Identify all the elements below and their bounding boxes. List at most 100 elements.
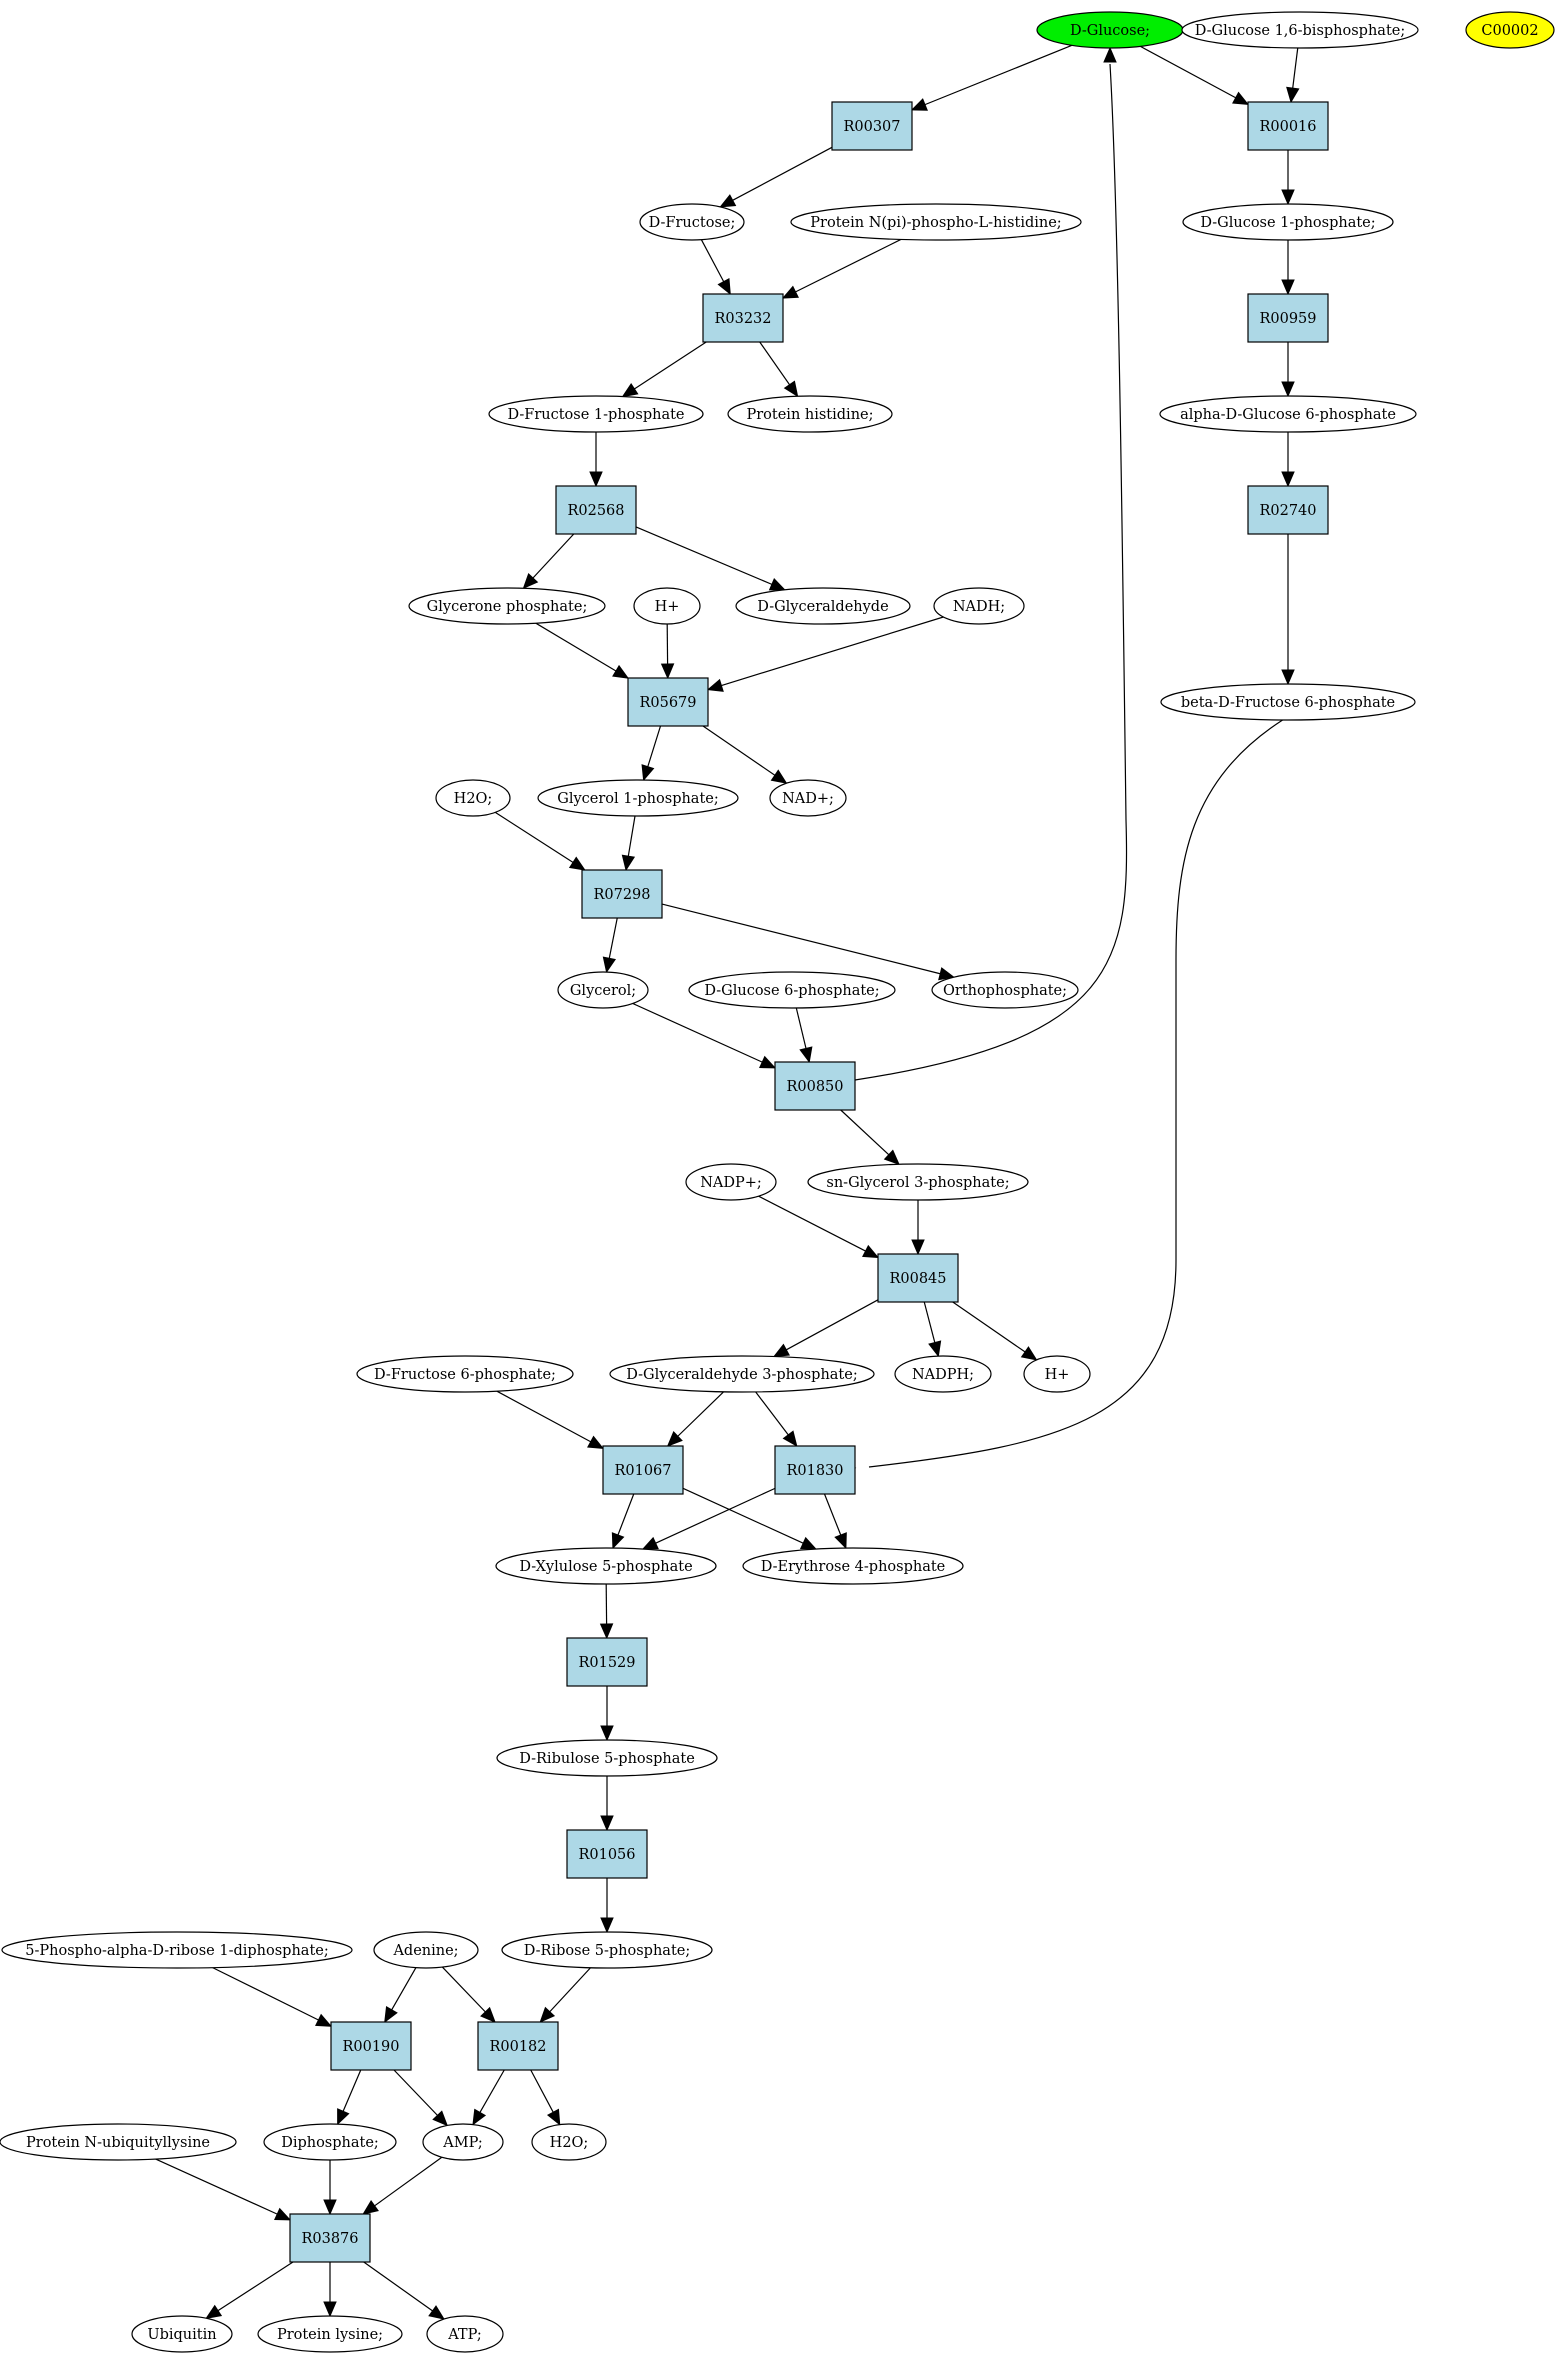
compound-ellipse[interactable] — [373, 1931, 479, 1969]
reaction-node-r01529[interactable]: R01529 — [566, 1637, 648, 1687]
compound-node-d-glucose-1p[interactable]: D-Glucose 1-phosphate; — [1182, 203, 1394, 241]
reaction-box[interactable] — [702, 293, 784, 343]
compound-ellipse[interactable] — [727, 395, 893, 433]
compound-node-c00002[interactable]: C00002 — [1465, 11, 1555, 49]
compound-node-r5p[interactable]: D-Ribose 5-phosphate; — [501, 1931, 713, 1969]
compound-ellipse[interactable] — [688, 971, 896, 1009]
compound-ellipse[interactable] — [639, 203, 745, 241]
compound-node-glycerol[interactable]: Glycerol; — [557, 971, 649, 1009]
reaction-box[interactable] — [774, 1061, 856, 1111]
reaction-box[interactable] — [1247, 101, 1329, 151]
compound-node-gap[interactable]: D-Glyceraldehyde 3-phosphate; — [609, 1355, 875, 1393]
compound-node-protein-histidine[interactable]: Protein histidine; — [727, 395, 893, 433]
compound-node-h-a[interactable]: H+ — [633, 587, 701, 625]
compound-ellipse[interactable] — [790, 203, 1082, 241]
compound-node-nadph[interactable]: NADPH; — [894, 1355, 992, 1393]
compound-node-h-b[interactable]: H+ — [1023, 1355, 1091, 1393]
reaction-node-r00850[interactable]: R00850 — [774, 1061, 856, 1111]
compound-node-nadp[interactable]: NADP+; — [685, 1163, 777, 1201]
reaction-box[interactable] — [602, 1445, 684, 1495]
compound-node-e4p[interactable]: D-Erythrose 4-phosphate — [742, 1547, 964, 1585]
compound-ellipse[interactable] — [807, 1163, 1029, 1201]
compound-node-d-glucose-16bp[interactable]: D-Glucose 1,6-bisphosphate; — [1181, 11, 1419, 49]
reaction-node-r00190[interactable]: R00190 — [330, 2021, 412, 2071]
compound-ellipse[interactable] — [557, 971, 649, 1009]
reaction-box[interactable] — [581, 869, 663, 919]
compound-ellipse[interactable] — [1181, 11, 1419, 49]
compound-ellipse[interactable] — [496, 1739, 718, 1777]
compound-node-orthophosphate[interactable]: Orthophosphate; — [931, 971, 1079, 1009]
compound-node-sn-glycerol-3p[interactable]: sn-Glycerol 3-phosphate; — [807, 1163, 1029, 1201]
compound-node-atp[interactable]: ATP; — [426, 2315, 504, 2353]
compound-node-prpp[interactable]: 5-Phospho-alpha-D-ribose 1-diphosphate; — [1, 1931, 353, 1969]
reaction-box[interactable] — [566, 1829, 648, 1879]
reaction-box[interactable] — [566, 1637, 648, 1687]
compound-ellipse[interactable] — [1, 1931, 353, 1969]
reaction-node-r02740[interactable]: R02740 — [1247, 485, 1329, 535]
compound-node-diphosphate[interactable]: Diphosphate; — [263, 2123, 397, 2161]
compound-ellipse[interactable] — [408, 587, 606, 625]
compound-node-glycerone-p[interactable]: Glycerone phosphate; — [408, 587, 606, 625]
reaction-box[interactable] — [627, 677, 709, 727]
compound-ellipse[interactable] — [742, 1547, 964, 1585]
compound-ellipse[interactable] — [422, 2123, 504, 2161]
reaction-box[interactable] — [774, 1445, 856, 1495]
reaction-box[interactable] — [1247, 485, 1329, 535]
reaction-node-r00182[interactable]: R00182 — [477, 2021, 559, 2071]
compound-ellipse[interactable] — [531, 2123, 607, 2161]
compound-ellipse[interactable] — [1160, 683, 1416, 721]
compound-ellipse[interactable] — [931, 971, 1079, 1009]
reaction-node-r00959[interactable]: R00959 — [1247, 293, 1329, 343]
compound-ellipse[interactable] — [735, 587, 911, 625]
reaction-node-r01830[interactable]: R01830 — [774, 1445, 856, 1495]
compound-ellipse[interactable] — [501, 1931, 713, 1969]
reaction-node-r05679[interactable]: R05679 — [627, 677, 709, 727]
reaction-node-r07298[interactable]: R07298 — [581, 869, 663, 919]
compound-node-ru5p[interactable]: D-Ribulose 5-phosphate — [496, 1739, 718, 1777]
compound-ellipse[interactable] — [894, 1355, 992, 1393]
reaction-box[interactable] — [289, 2213, 371, 2263]
reaction-node-r00307[interactable]: R00307 — [831, 101, 913, 151]
compound-node-adenine[interactable]: Adenine; — [373, 1931, 479, 1969]
reaction-box[interactable] — [330, 2021, 412, 2071]
reaction-box[interactable] — [1247, 293, 1329, 343]
compound-node-nadh[interactable]: NADH; — [933, 587, 1025, 625]
compound-node-ubiquitin[interactable]: Ubiquitin — [131, 2315, 233, 2353]
compound-node-amp[interactable]: AMP; — [422, 2123, 504, 2161]
compound-node-xu5p[interactable]: D-Xylulose 5-phosphate — [495, 1547, 717, 1585]
compound-ellipse[interactable] — [1023, 1355, 1091, 1393]
compound-node-nad[interactable]: NAD+; — [769, 779, 847, 817]
compound-node-beta-f6p[interactable]: beta-D-Fructose 6-phosphate — [1160, 683, 1416, 721]
compound-ellipse[interactable] — [933, 587, 1025, 625]
compound-ellipse[interactable] — [263, 2123, 397, 2161]
compound-node-d-glyceraldehyde[interactable]: D-Glyceraldehyde — [735, 587, 911, 625]
reaction-node-r03876[interactable]: R03876 — [289, 2213, 371, 2263]
compound-ellipse[interactable] — [495, 1547, 717, 1585]
reaction-node-r00016[interactable]: R00016 — [1247, 101, 1329, 151]
reaction-box[interactable] — [477, 2021, 559, 2071]
compound-node-d-fructose-1p[interactable]: D-Fructose 1-phosphate — [488, 395, 704, 433]
reaction-box[interactable] — [831, 101, 913, 151]
compound-ellipse[interactable] — [609, 1355, 875, 1393]
compound-ellipse[interactable] — [633, 587, 701, 625]
compound-node-protein-npi[interactable]: Protein N(pi)-phospho-L-histidine; — [790, 203, 1082, 241]
compound-ellipse[interactable] — [1159, 395, 1417, 433]
compound-ellipse[interactable] — [257, 2315, 403, 2353]
compound-ellipse[interactable] — [0, 2123, 237, 2161]
reaction-node-r02568[interactable]: R02568 — [555, 485, 637, 535]
compound-node-protein-lysine[interactable]: Protein lysine; — [257, 2315, 403, 2353]
compound-node-glycerol-1p[interactable]: Glycerol 1-phosphate; — [537, 779, 739, 817]
compound-ellipse[interactable] — [1182, 203, 1394, 241]
reaction-node-r01056[interactable]: R01056 — [566, 1829, 648, 1879]
reaction-node-r01067[interactable]: R01067 — [602, 1445, 684, 1495]
compound-node-alpha-g6p[interactable]: alpha-D-Glucose 6-phosphate — [1159, 395, 1417, 433]
compound-node-d-glucose-6p[interactable]: D-Glucose 6-phosphate; — [688, 971, 896, 1009]
compound-ellipse[interactable] — [356, 1355, 574, 1393]
compound-node-d-fructose[interactable]: D-Fructose; — [639, 203, 745, 241]
compound-ellipse[interactable] — [426, 2315, 504, 2353]
compound-ellipse[interactable] — [537, 779, 739, 817]
compound-node-d-fructose-6p[interactable]: D-Fructose 6-phosphate; — [356, 1355, 574, 1393]
reaction-box[interactable] — [877, 1253, 959, 1303]
reaction-node-r00845[interactable]: R00845 — [877, 1253, 959, 1303]
compound-ellipse[interactable] — [435, 779, 511, 817]
